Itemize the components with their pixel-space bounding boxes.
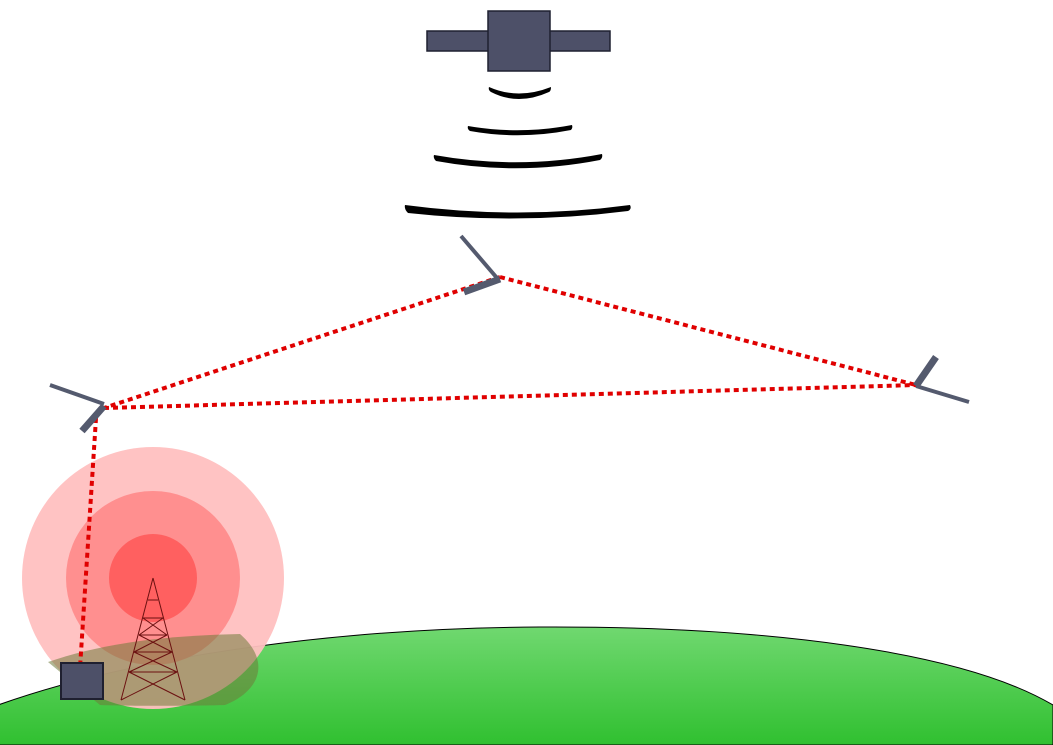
wave-2 [467,125,573,136]
satellite-panel-left [426,30,490,52]
relay-antenna-icon [459,234,502,296]
ground-station-box [60,662,104,700]
tower-icon [120,577,186,701]
wave-3 [433,154,603,169]
link-top-left [103,275,501,410]
satellite-icon [426,10,611,72]
relay-antenna-icon [49,383,107,434]
link-left-right [103,383,917,410]
satellite-body [487,10,551,72]
signal-waves [404,87,631,219]
wave-4 [404,205,631,219]
satellite-panel-right [548,30,611,52]
link-left-ground [78,417,98,669]
link-top-right [499,275,917,387]
relay-antenna-icon [913,355,970,404]
dotted-link-lines [78,275,917,669]
wave-1 [488,87,551,99]
